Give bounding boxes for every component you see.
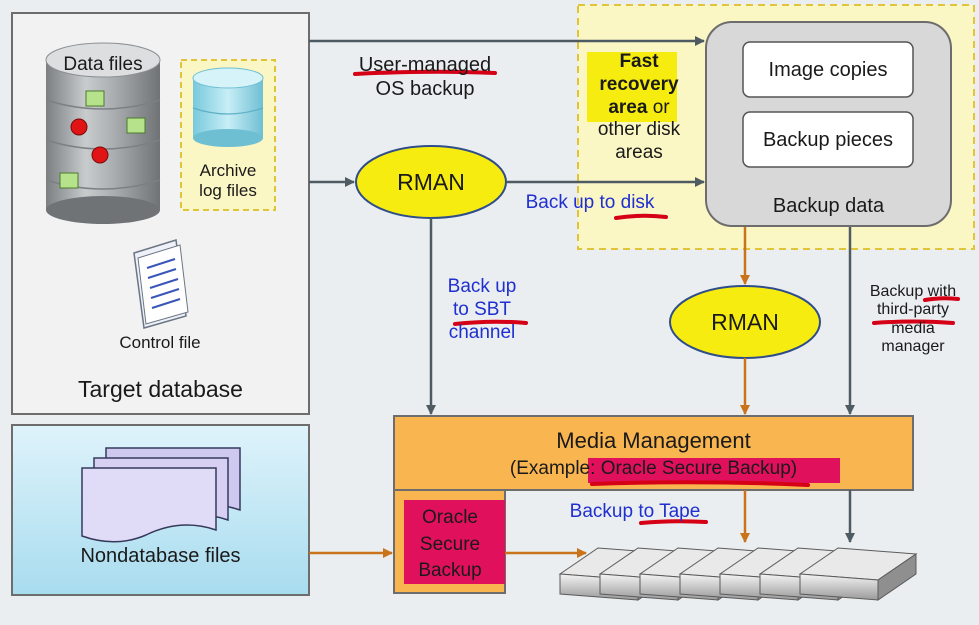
third-party-label: Backup with third-party media manager	[855, 283, 971, 357]
user-managed-line2: OS backup	[375, 78, 475, 100]
backup-to-tape-label: Backup to Tape	[569, 501, 701, 522]
rman-top-label: RMAN	[397, 169, 465, 195]
fra-line3-rest: or	[647, 96, 670, 118]
example-product: Oracle Secure Backup	[600, 458, 791, 479]
osb-line2: Secure	[419, 533, 481, 555]
underline-osb-example	[590, 480, 810, 487]
archive-log-line1: Archive	[199, 161, 257, 180]
data-files-cylinder	[45, 42, 161, 224]
backup-pieces-label: Backup pieces	[762, 129, 894, 151]
highlight-osb-box	[404, 500, 505, 584]
fra-line1: Fast	[619, 51, 659, 72]
osb-line3: Backup	[418, 560, 482, 582]
backup-sbt-line3: channel	[448, 321, 516, 343]
highlight-osb-example	[588, 458, 840, 483]
osb-line1: Oracle	[422, 507, 478, 528]
fra-line2: recovery	[599, 73, 679, 95]
nondatabase-label: Nondatabase files	[80, 545, 241, 567]
control-file-icon	[133, 239, 189, 329]
underline-with	[923, 296, 960, 302]
fra-line5: areas	[615, 142, 663, 164]
fra-line3-bold: area	[608, 96, 648, 118]
highlight-fra	[587, 52, 677, 122]
target-database-title: Target database	[78, 376, 243, 402]
example-suffix: )	[790, 458, 798, 479]
backup-data-title: Backup data	[772, 195, 885, 217]
rman-bottom-label: RMAN	[711, 309, 779, 335]
backup-sbt-line2: to SBT	[452, 298, 512, 320]
data-files-label: Data files	[63, 54, 143, 75]
nondatabase-files-icon	[81, 447, 241, 543]
tape-cartridges-icon	[558, 547, 918, 601]
third-party-line4: manager	[881, 338, 945, 356]
user-managed-label: User-managed OS backup	[340, 53, 510, 101]
third-party-line1: Backup with	[869, 283, 957, 300]
image-copies-label: Image copies	[768, 59, 888, 81]
underline-tape	[639, 519, 708, 525]
backup-sbt-label: Back up to SBT channel	[420, 276, 544, 344]
fra-label: Fast recovery area or other disk areas	[580, 51, 698, 165]
media-management-example: (Example: Oracle Secure Backup)	[394, 458, 913, 481]
third-party-line2: third-party	[876, 301, 950, 319]
example-prefix: (Example:	[509, 458, 601, 479]
backup-pieces-box	[742, 111, 914, 168]
fra-line3: area or	[580, 97, 698, 120]
fra-line4: other disk	[597, 119, 681, 141]
backup-to-disk-label: Back up to disk	[525, 192, 655, 213]
underline-sbt	[453, 319, 528, 326]
archive-log-cylinder	[192, 67, 264, 147]
underline-user-managed	[353, 69, 497, 76]
image-copies-box	[742, 41, 914, 98]
archive-log-line2: log files	[199, 181, 257, 201]
control-file-label: Control file	[119, 333, 201, 352]
archive-log-label: Archive log files	[181, 161, 275, 202]
backup-sbt-line1: Back up	[447, 276, 517, 297]
media-management-title: Media Management	[556, 428, 751, 453]
underline-third-party	[872, 319, 955, 325]
user-managed-line1: User-managed	[358, 54, 492, 76]
underline-disk	[614, 213, 668, 220]
osb-label: Oracle Secure Backup	[396, 505, 504, 585]
third-party-line3: media	[891, 319, 935, 337]
